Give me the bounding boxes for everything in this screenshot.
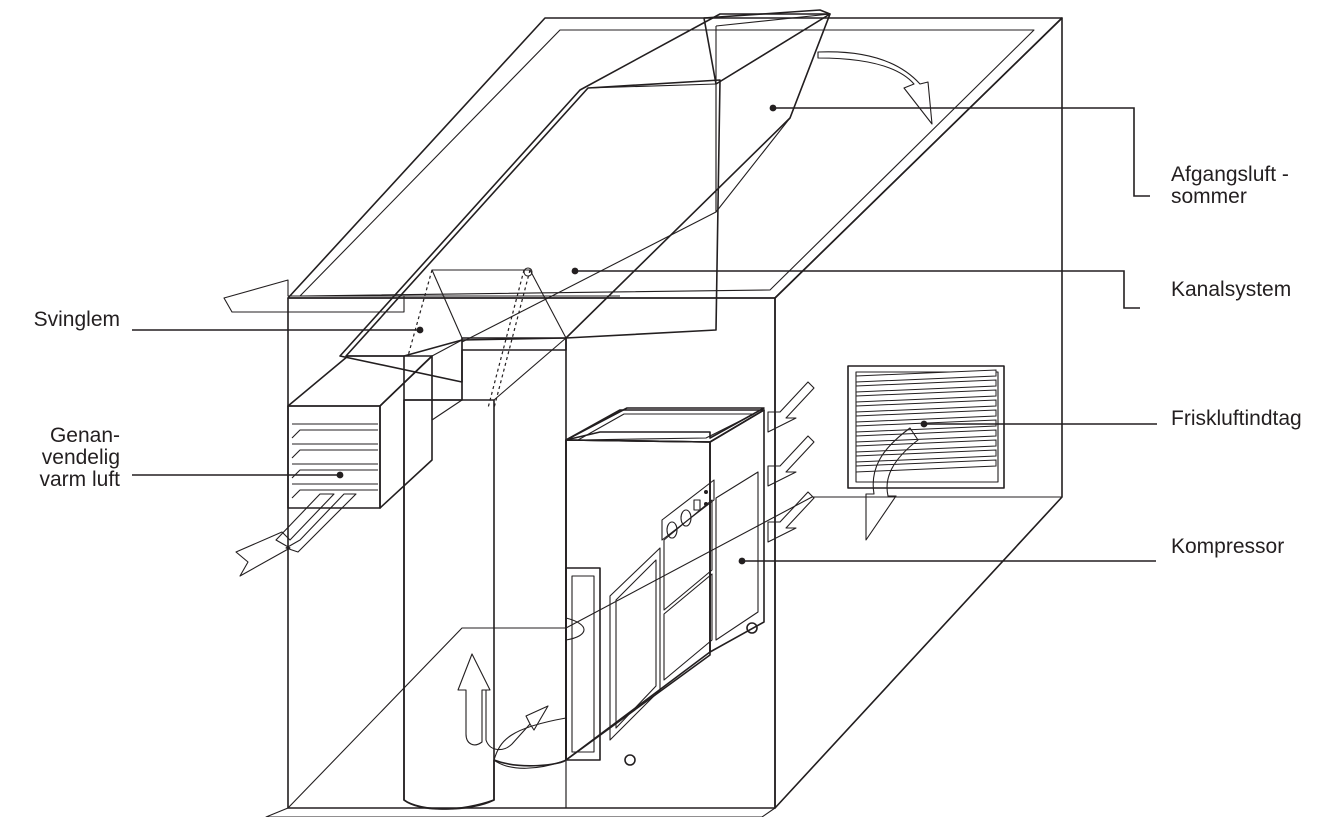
label-kanalsystem: Kanalsystem	[1171, 278, 1292, 301]
roof-ledge	[223, 279, 405, 313]
ceiling-opening	[299, 29, 1035, 297]
air-intake-arrows	[767, 381, 815, 543]
label-friskluftindtag: Friskluftindtag	[1171, 407, 1302, 430]
room-floor-front	[265, 807, 776, 817]
room-floor-right	[565, 496, 1063, 809]
compressor-unit	[565, 407, 765, 766]
fresh-air-grille	[847, 365, 1005, 541]
room-floor	[287, 627, 567, 809]
leader-kanalsystem	[575, 270, 1140, 309]
label-genanvendelig: Genan- vendelig varm luft	[39, 424, 120, 491]
label-kompressor: Kompressor	[1171, 535, 1285, 558]
warm-air-outlet	[287, 339, 463, 509]
label-afgangsluft: Afgangsluft - sommer	[1171, 163, 1289, 208]
leader-afgangsluft	[773, 107, 1150, 197]
room-ceiling	[287, 17, 1063, 299]
room-left-wall	[287, 297, 776, 809]
leaders	[132, 104, 1157, 565]
airflow-arrows	[235, 51, 933, 751]
label-svinglem: Svinglem	[33, 308, 120, 331]
